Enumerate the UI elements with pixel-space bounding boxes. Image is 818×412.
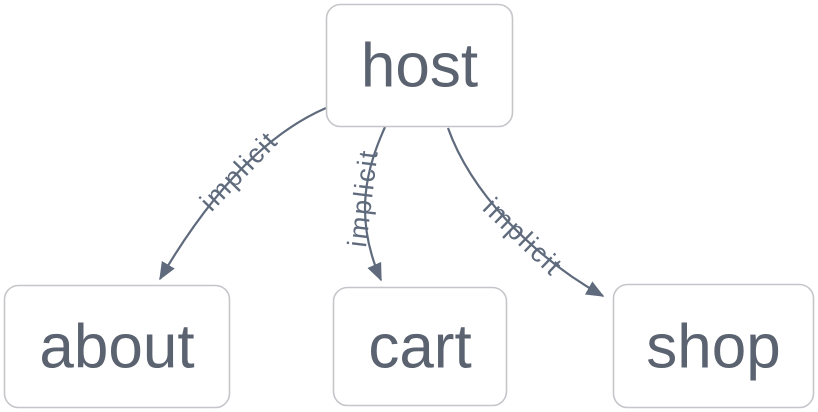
node-cart-label: cart xyxy=(368,313,471,382)
edge-host-shop: implicit xyxy=(446,127,605,297)
node-about-label: about xyxy=(39,313,194,382)
node-host-box xyxy=(325,3,514,128)
node-shop: shop xyxy=(612,283,815,409)
edge-path-host-shop xyxy=(446,127,605,297)
node-cart-box xyxy=(332,286,508,407)
node-host-label: host xyxy=(361,32,478,101)
edge-label-host-cart: implicit xyxy=(342,147,384,248)
node-about: about xyxy=(3,284,231,409)
node-cart: cart xyxy=(332,286,508,407)
node-shop-box xyxy=(612,283,815,409)
node-about-box xyxy=(3,284,231,409)
edge-group: implicit implicit implicit xyxy=(159,106,605,297)
edge-host-cart: implicit xyxy=(342,126,387,282)
edge-path-host-cart xyxy=(363,126,387,282)
edge-path-host-about xyxy=(159,106,327,281)
edge-label-host-about: implicit xyxy=(194,125,284,217)
node-host: host xyxy=(325,3,514,128)
node-shop-label: shop xyxy=(646,313,780,382)
edge-label-host-shop: implicit xyxy=(477,192,569,282)
edge-host-about: implicit xyxy=(159,106,327,281)
node-group: host about cart shop xyxy=(3,3,815,409)
